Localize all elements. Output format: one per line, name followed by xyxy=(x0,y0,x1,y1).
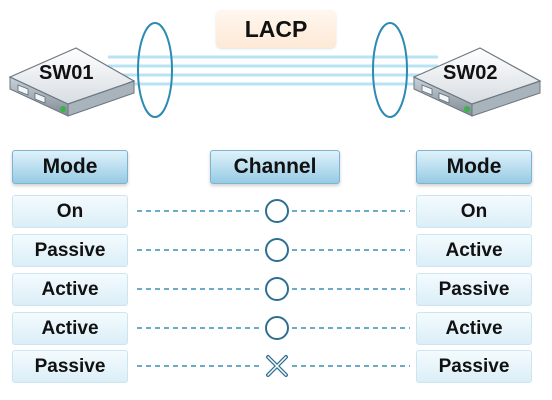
circle-icon xyxy=(265,199,289,223)
row-2-left-mode: Passive xyxy=(12,234,128,267)
row-1-right-mode-label: On xyxy=(460,200,488,222)
row-5-right-mode-label: Passive xyxy=(438,355,510,377)
row-2-right-mode-label: Active xyxy=(445,239,503,261)
lacp-title-box: LACP xyxy=(216,10,336,48)
row-2-left-mode-label: Passive xyxy=(34,239,106,261)
row-1-left-mode: On xyxy=(12,195,128,228)
mode-header-right-label: Mode xyxy=(446,155,502,178)
row-2-right-mode: Active xyxy=(416,234,532,267)
channel-rows xyxy=(137,199,410,377)
row-3-left-mode-label: Active xyxy=(41,278,99,300)
row-5-left-mode-label: Passive xyxy=(34,355,106,377)
lag-ring-right xyxy=(372,22,408,118)
row-1-left-mode-label: On xyxy=(56,200,84,222)
row-5-left-mode: Passive xyxy=(12,350,128,383)
row-1-right-mode: On xyxy=(416,195,532,228)
channel-header-label: Channel xyxy=(233,155,317,178)
switch-sw02-icon xyxy=(412,47,542,117)
row-3-right-mode: Passive xyxy=(416,273,532,306)
circle-icon xyxy=(265,277,289,301)
row-3-right-mode-label: Passive xyxy=(438,278,510,300)
row-4-right-mode: Active xyxy=(416,312,532,345)
mode-header-right: Mode xyxy=(416,150,532,184)
row-5-right-mode: Passive xyxy=(416,350,532,383)
mode-header-left-label: Mode xyxy=(42,155,98,178)
x-mark-highlight xyxy=(267,356,287,376)
row-4-left-mode: Active xyxy=(12,312,128,345)
mode-header-left: Mode xyxy=(12,150,128,184)
circle-icon xyxy=(265,316,289,340)
lacp-title: LACP xyxy=(244,15,308,42)
aggregated-links xyxy=(108,55,438,86)
lag-ring-left xyxy=(137,22,173,118)
switch-sw01-icon xyxy=(8,47,136,117)
channel-header: Channel xyxy=(210,150,340,184)
row-4-right-mode-label: Active xyxy=(445,317,503,339)
row-4-left-mode-label: Active xyxy=(41,317,99,339)
circle-icon xyxy=(265,238,289,262)
row-3-left-mode: Active xyxy=(12,273,128,306)
